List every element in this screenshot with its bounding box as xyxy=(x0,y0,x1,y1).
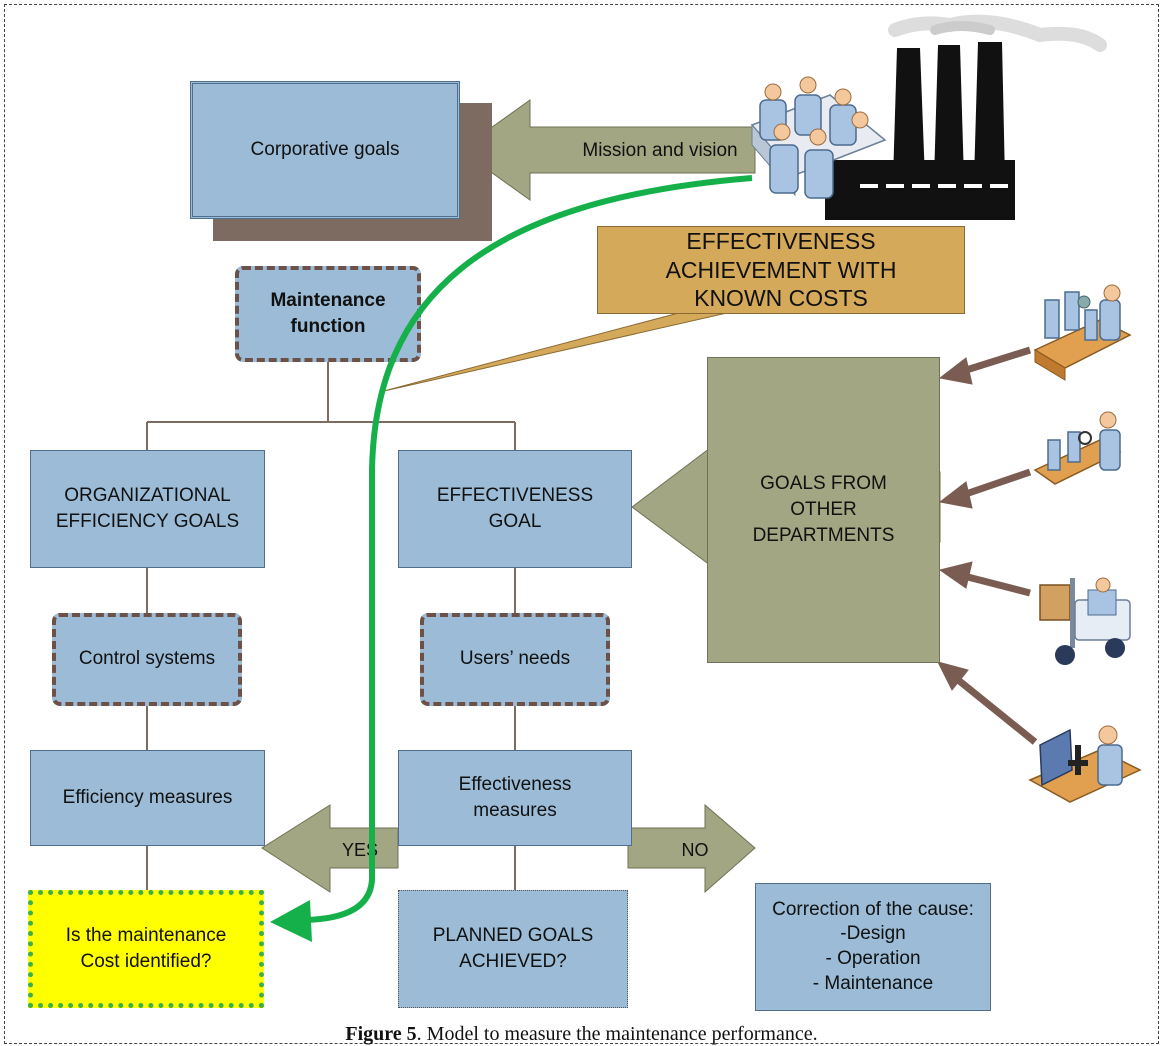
worker-arrow-line xyxy=(949,672,1038,745)
org-efficiency-goals-box: ORGANIZATIONAL EFFICIENCY GOALS xyxy=(30,450,265,568)
board-meeting-icon xyxy=(750,76,887,199)
corporative-goals-box: Corporative goals xyxy=(190,81,460,219)
maintenance-cost-box: Is the maintenance Cost identified? xyxy=(28,890,264,1008)
goals-other-departments-label: GOALS FROM OTHER DEPARTMENTS xyxy=(752,472,895,547)
effectiveness-callout: EFFECTIVENESS ACHIEVEMENT WITH KNOWN COS… xyxy=(597,226,965,314)
planned-goals-box: PLANNED GOALS ACHIEVED? xyxy=(398,890,628,1008)
no-label: NO xyxy=(681,840,709,860)
forklift-icon xyxy=(1039,577,1131,665)
worker-arrow-line xyxy=(958,346,1032,376)
worker-arrow-head xyxy=(938,481,973,509)
correction-item: -Design xyxy=(840,923,906,945)
caption-figure-number: Figure 5 xyxy=(345,1023,417,1045)
worker-arrow-line xyxy=(959,571,1031,597)
correction-item: - Maintenance xyxy=(812,972,934,994)
corporative-goals-label: Corporative goals xyxy=(250,138,400,160)
maintenance-function-label: Maintenance function xyxy=(270,289,386,337)
mission-arrow-shape xyxy=(459,99,756,201)
correction-title: Correction of the cause: xyxy=(772,898,974,920)
planned-goals-label: PLANNED GOALS ACHIEVED? xyxy=(432,924,594,972)
org-efficiency-goals-label: ORGANIZATIONAL EFFICIENCY GOALS xyxy=(55,484,240,532)
lab-scientist-icon xyxy=(1028,725,1142,803)
users-needs-box: Users’ needs xyxy=(420,613,610,706)
factory-icon xyxy=(825,14,1107,220)
worker-arrow-head xyxy=(938,357,973,385)
caption-text: . Model to measure the maintenance perfo… xyxy=(416,1023,818,1045)
efficiency-measures-label: Efficiency measures xyxy=(62,786,233,808)
maintenance-cost-label: Is the maintenance Cost identified? xyxy=(65,924,227,972)
correction-box: Correction of the cause: -Design - Opera… xyxy=(755,883,991,1011)
green-flow-arrow xyxy=(299,175,753,923)
effectiveness-measures-label: Effectiveness measures xyxy=(458,773,572,821)
inspection-icon xyxy=(1033,411,1122,485)
figure-caption: Figure 5. Model to measure the maintenan… xyxy=(0,1023,1163,1046)
control-systems-box: Control systems xyxy=(52,613,242,706)
assembly-line-icon xyxy=(1033,284,1132,381)
users-needs-label: Users’ needs xyxy=(459,648,571,670)
callout-text: EFFECTIVENESS ACHIEVEMENT WITH KNOWN COS… xyxy=(665,227,897,312)
effectiveness-goal-box: EFFECTIVENESS GOAL xyxy=(398,450,632,568)
correction-item: - Operation xyxy=(825,948,921,969)
yes-arrow-shape xyxy=(261,804,399,893)
effectiveness-goal-label: EFFECTIVENESS GOAL xyxy=(436,484,594,532)
no-arrow-shape xyxy=(627,803,756,894)
maintenance-function-box: Maintenance function xyxy=(235,266,421,362)
efficiency-measures-box: Efficiency measures xyxy=(30,750,265,846)
green-arrow-head xyxy=(270,900,312,942)
effectiveness-measures-box: Effectiveness measures xyxy=(398,750,632,846)
worker-arrow-head xyxy=(937,661,969,691)
worker-arrow-line xyxy=(958,468,1032,500)
control-systems-label: Control systems xyxy=(78,648,216,670)
goals-other-departments-box: GOALS FROM OTHER DEPARTMENTS xyxy=(707,357,940,663)
mission-vision-label: Mission and vision xyxy=(582,140,738,161)
worker-arrow-head xyxy=(938,561,973,589)
